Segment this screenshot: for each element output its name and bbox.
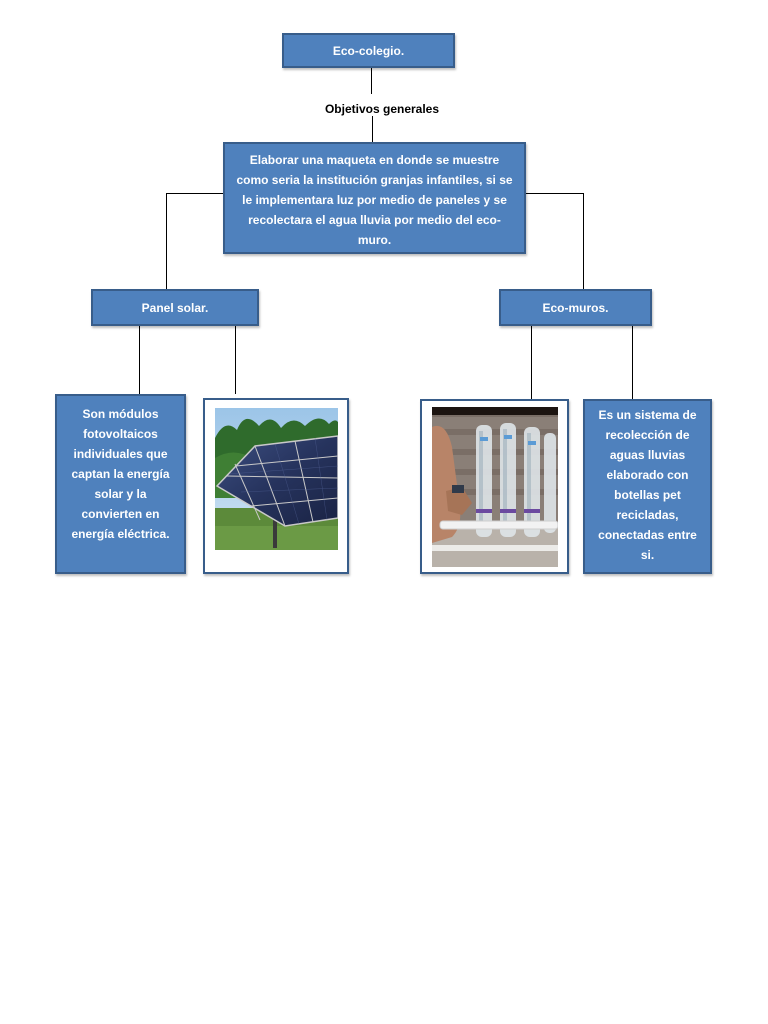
connector-panel-to-photo [235,325,236,394]
objective-text: Elaborar una maqueta en donde se muestre… [236,153,513,247]
connector-left-down [166,193,167,289]
connector-objective-left [166,193,224,194]
eco-muros-node: Eco-muros. [499,289,652,326]
solar-panel-photo-frame [203,398,349,574]
connector-panel-to-desc [139,325,140,394]
connector-eco-to-desc [632,325,633,399]
connector-eco-to-photo [531,325,532,399]
panel-solar-description: Son módulos fotovoltaicos individuales q… [71,407,170,541]
panel-solar-node: Panel solar. [91,289,259,326]
connector-right-down [583,193,584,289]
panel-solar-description-node: Son módulos fotovoltaicos individuales q… [55,394,186,574]
connector-label: Objetivos generales [324,102,440,116]
connector-objective-right [525,193,583,194]
eco-muros-description-node: Es un sistema de recolección de aguas ll… [583,399,712,574]
solar-panel-photo [215,408,338,550]
connector-label-to-objective [372,116,373,142]
root-node: Eco-colegio. [282,33,455,68]
objective-node: Elaborar una maqueta en donde se muestre… [223,142,526,254]
eco-muros-label: Eco-muros. [542,300,609,315]
eco-muros-description: Es un sistema de recolección de aguas ll… [598,408,697,562]
connector-root-to-label [371,68,372,94]
bottle-wall-photo [432,407,558,567]
bottle-wall-photo-frame [420,399,569,574]
panel-solar-label: Panel solar. [141,300,209,315]
root-node-label: Eco-colegio. [332,43,405,58]
